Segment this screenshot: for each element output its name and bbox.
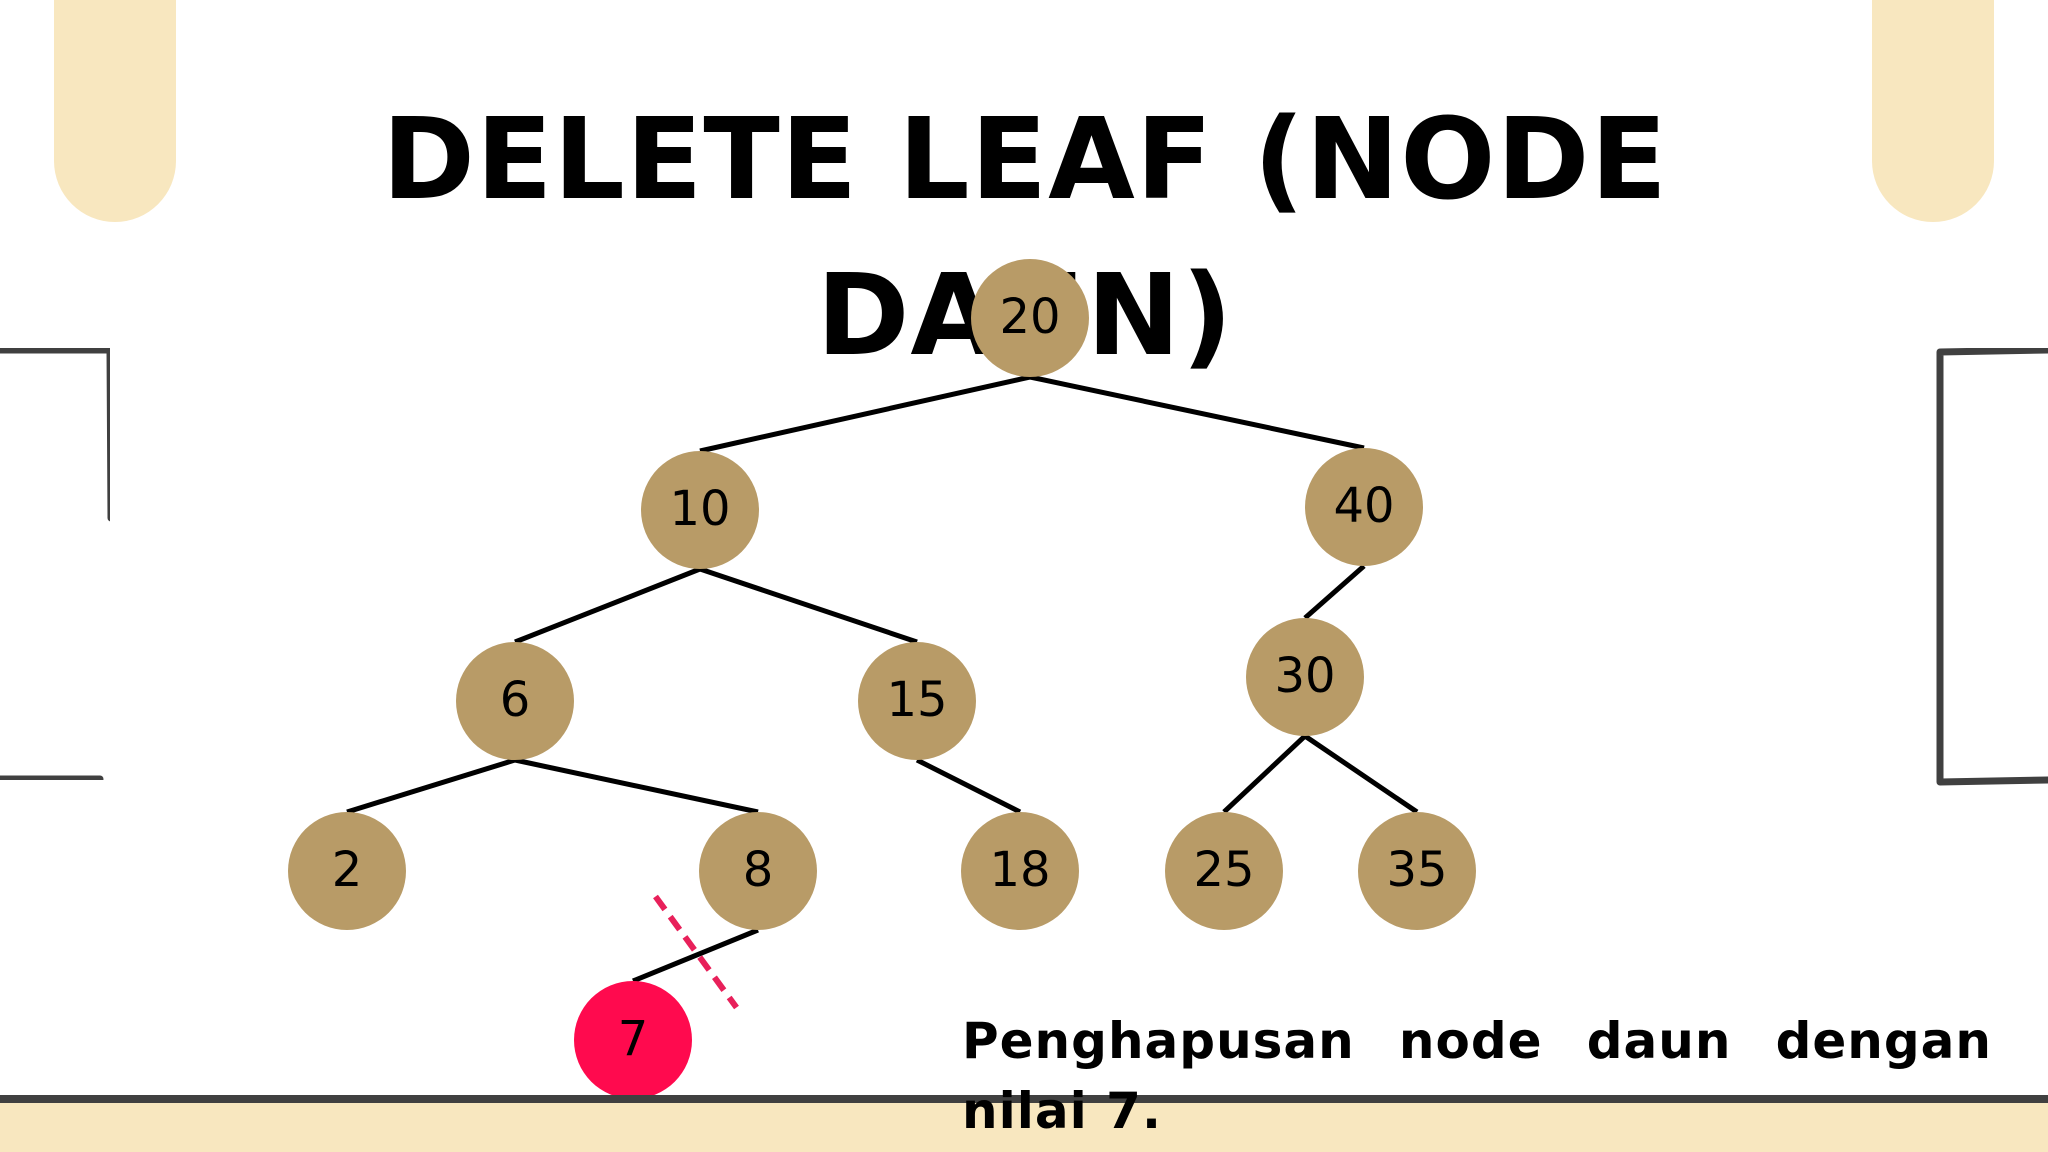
node-label: 18 xyxy=(989,842,1050,898)
tree-node: 6 xyxy=(456,642,574,760)
node-circle xyxy=(288,812,406,930)
node-circle xyxy=(456,642,574,760)
tree-edge-6-2 xyxy=(346,757,516,815)
tree-edge-15-18 xyxy=(915,757,1022,815)
tree-edge-10-15 xyxy=(699,566,918,645)
tree-edge-40-30 xyxy=(1303,564,1366,620)
tree-node: 40 xyxy=(1305,448,1423,566)
node-circle xyxy=(574,981,692,1099)
node-circle xyxy=(1246,618,1364,736)
tree-node-deleted: 7 xyxy=(574,981,692,1099)
decorative-tab-right xyxy=(1872,0,1994,222)
node-label: 15 xyxy=(886,672,947,728)
node-label: 10 xyxy=(669,481,730,537)
node-label: 7 xyxy=(618,1011,649,1067)
tree-node: 18 xyxy=(961,812,1079,930)
tree-edges xyxy=(346,374,1419,984)
node-circle xyxy=(971,259,1089,377)
node-circle xyxy=(858,642,976,760)
tree-edge-20-10 xyxy=(699,374,1031,454)
tree-edge-30-25 xyxy=(1222,734,1307,814)
tree-nodes: 20 10 40 6 15 30 2 8 18 25 35 7 xyxy=(288,259,1476,1099)
node-circle xyxy=(1358,812,1476,930)
tree-edge-8-7 xyxy=(632,927,759,984)
frame-bracket-right xyxy=(1936,348,2048,786)
tree-node: 10 xyxy=(641,451,759,569)
tree-node: 15 xyxy=(858,642,976,760)
decorative-tab-left xyxy=(54,0,176,222)
tree-node: 2 xyxy=(288,812,406,930)
frame-bracket-left xyxy=(0,348,110,780)
tree-edge-20-40 xyxy=(1029,374,1365,451)
tree-node: 25 xyxy=(1165,812,1283,930)
cut-mark-dashed-line xyxy=(653,894,739,1010)
tree-edge-10-6 xyxy=(514,566,701,645)
node-label: 8 xyxy=(743,842,774,898)
node-circle xyxy=(1305,448,1423,566)
node-circle xyxy=(641,451,759,569)
caption-text: Penghapusan node daun dengan nilai 7. xyxy=(962,1012,1992,1140)
node-circle xyxy=(1165,812,1283,930)
tree-node: 20 xyxy=(971,259,1089,377)
node-label: 25 xyxy=(1193,842,1254,898)
node-label: 30 xyxy=(1274,648,1335,704)
node-label: 6 xyxy=(500,672,531,728)
bottom-accent-band xyxy=(0,1095,2048,1152)
tree-edge-6-8 xyxy=(514,757,759,815)
node-label: 20 xyxy=(999,289,1060,345)
tree-edge-30-35 xyxy=(1303,733,1419,815)
tree-node: 30 xyxy=(1246,618,1364,736)
node-label: 2 xyxy=(332,842,363,898)
node-label: 40 xyxy=(1333,478,1394,534)
node-circle xyxy=(961,812,1079,930)
node-label: 35 xyxy=(1386,842,1447,898)
tree-node: 8 xyxy=(699,812,817,930)
node-circle xyxy=(699,812,817,930)
cut-marks xyxy=(653,894,739,1010)
tree-node: 35 xyxy=(1358,812,1476,930)
